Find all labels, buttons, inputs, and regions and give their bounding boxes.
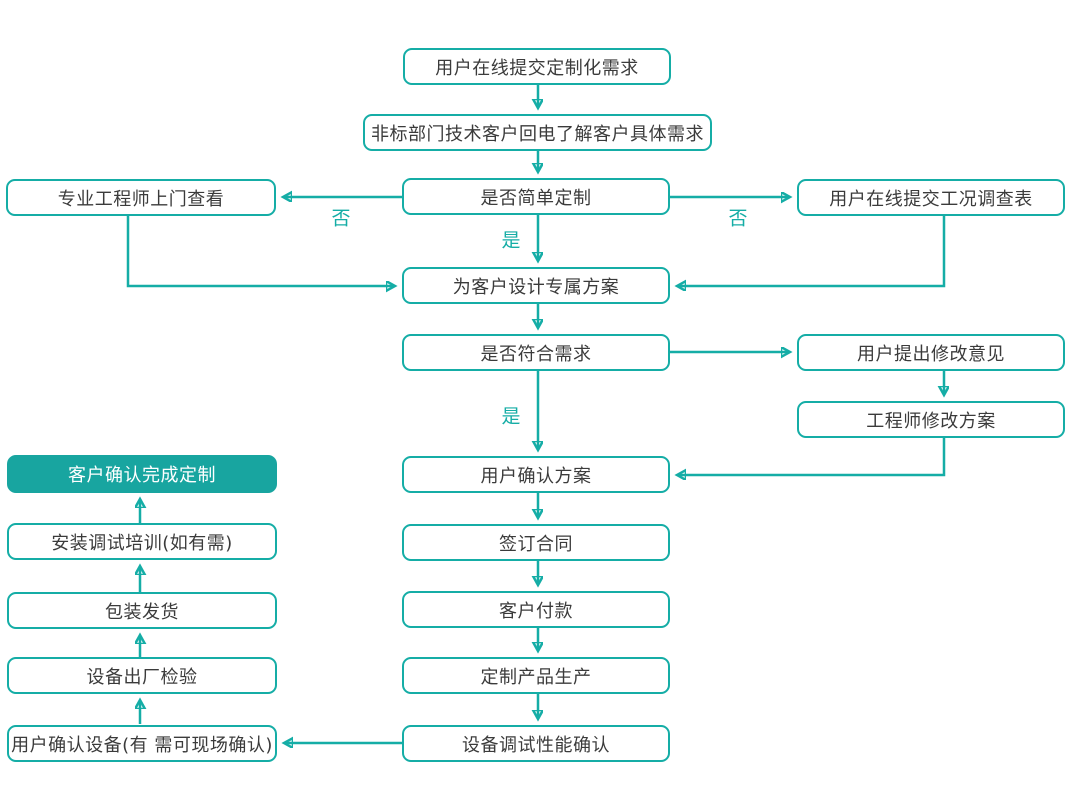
node-meets-check: 是否符合需求 bbox=[402, 334, 670, 371]
edge-label-yes-simple: 是 bbox=[501, 229, 521, 252]
node-survey-form: 用户在线提交工况调查表 bbox=[797, 179, 1065, 216]
node-factory-inspection: 设备出厂检验 bbox=[7, 657, 277, 694]
node-production: 定制产品生产 bbox=[402, 657, 670, 694]
node-payment: 客户付款 bbox=[402, 591, 670, 628]
edge-label-no-right: 否 bbox=[728, 207, 748, 230]
node-packing: 包装发货 bbox=[7, 592, 277, 629]
node-callback: 非标部门技术客户回电了解客户具体需求 bbox=[363, 114, 712, 151]
arrow-survey-form-to-design-plan bbox=[678, 216, 946, 286]
node-training: 安装调试培训(如有需) bbox=[7, 523, 277, 560]
node-simple-check: 是否简单定制 bbox=[402, 178, 670, 215]
node-complete: 客户确认完成定制 bbox=[7, 455, 277, 493]
edge-label-yes-meets: 是 bbox=[501, 405, 521, 428]
node-feedback: 用户提出修改意见 bbox=[797, 334, 1065, 371]
node-confirm-device: 用户确认设备(有 需可现场确认) bbox=[7, 725, 277, 762]
arrow-revise-plan-to-confirm-plan bbox=[678, 438, 946, 475]
node-confirm-plan: 用户确认方案 bbox=[402, 456, 670, 493]
node-submit-requirement: 用户在线提交定制化需求 bbox=[403, 48, 671, 85]
arrow-engineer-visit-to-design-plan bbox=[126, 216, 394, 286]
node-design-plan: 为客户设计专属方案 bbox=[402, 267, 670, 304]
node-engineer-visit: 专业工程师上门查看 bbox=[6, 179, 276, 216]
node-debug-confirm: 设备调试性能确认 bbox=[402, 725, 670, 762]
edge-label-no-left: 否 bbox=[331, 207, 351, 230]
node-revise-plan: 工程师修改方案 bbox=[797, 401, 1065, 438]
node-sign-contract: 签订合同 bbox=[402, 524, 670, 561]
